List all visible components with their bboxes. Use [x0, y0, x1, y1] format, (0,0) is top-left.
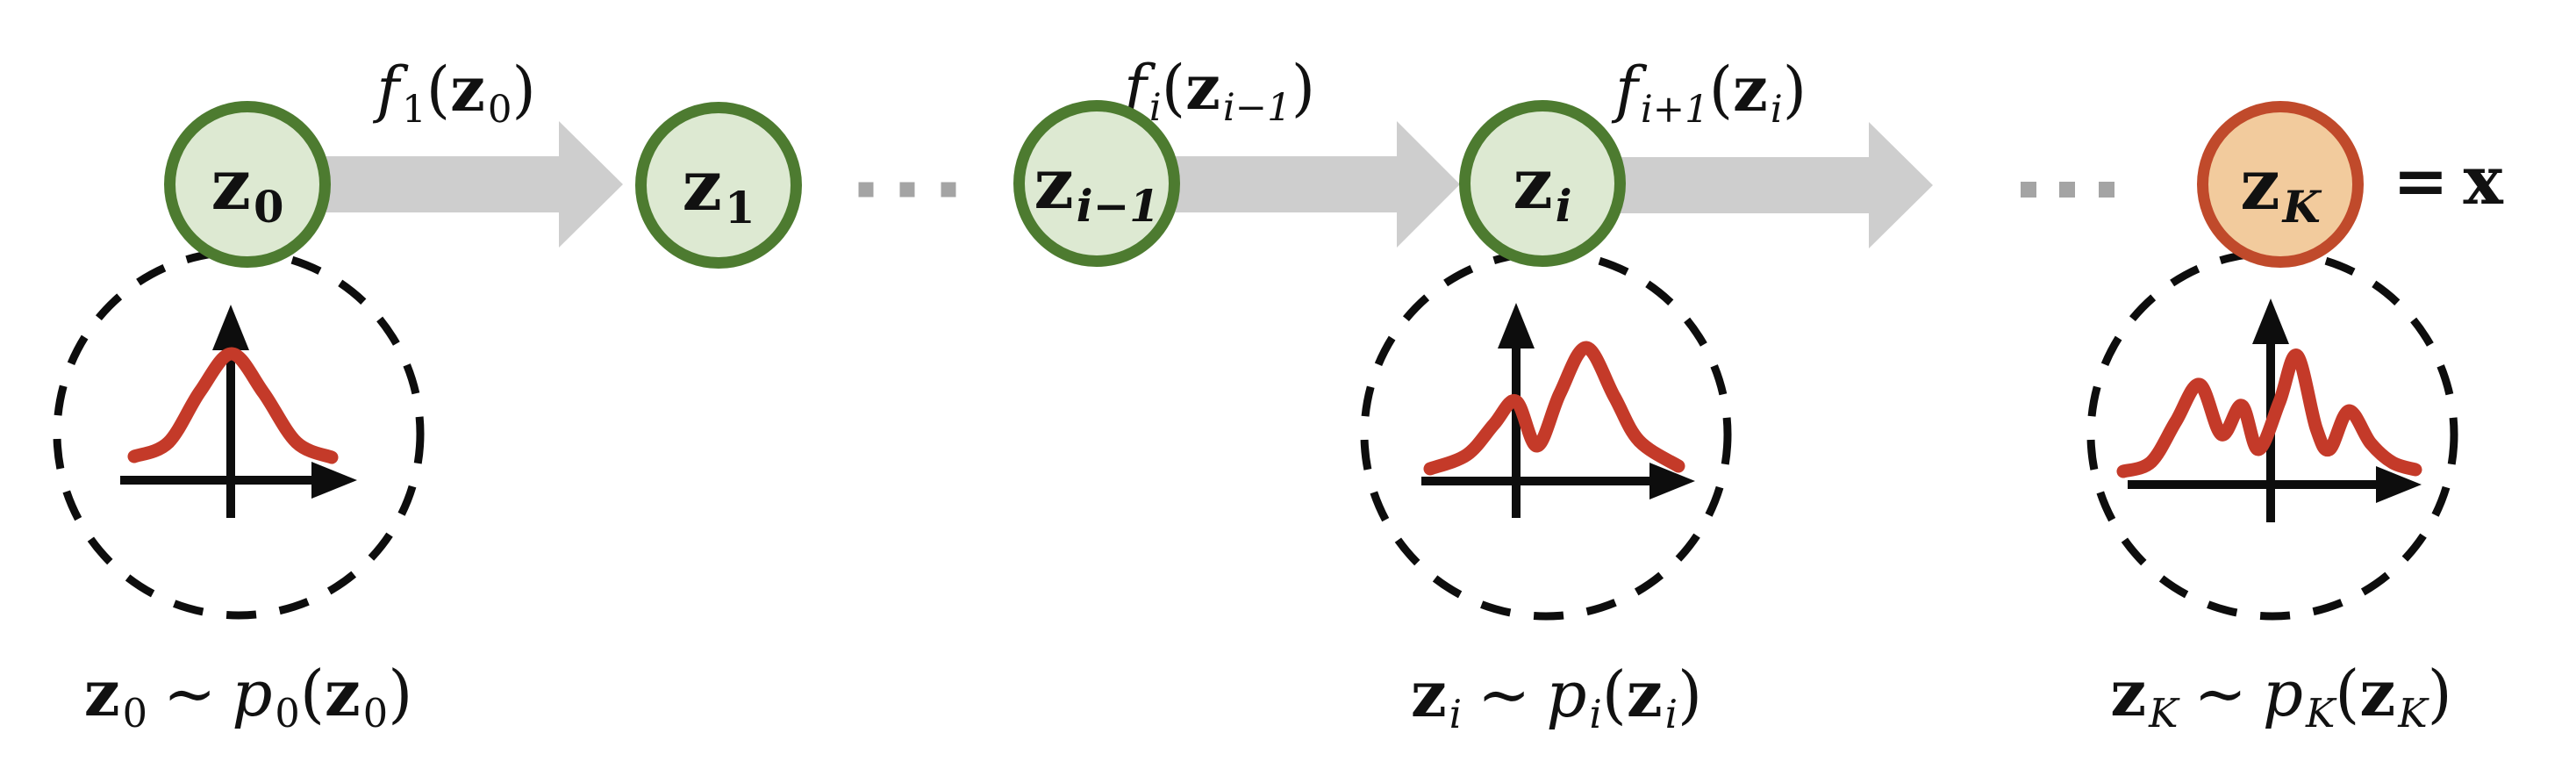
- arg-subscript: K: [2398, 691, 2428, 737]
- z-subscript: K: [2149, 691, 2179, 737]
- dashed-circle: [53, 248, 425, 620]
- close-paren: ): [1678, 657, 1703, 731]
- node-z0: z0: [164, 101, 331, 268]
- f-subscript: 1: [402, 88, 426, 133]
- pi-distribution: [1360, 248, 1732, 621]
- flow-arrow-2: [1114, 121, 1460, 248]
- node-subscript: i−1: [1076, 179, 1160, 232]
- tilde-operator: ∼: [162, 657, 217, 730]
- close-paren: ): [1782, 54, 1807, 126]
- transform-label-f1: f1(z0): [376, 59, 536, 129]
- x-symbol: x: [2463, 141, 2503, 219]
- node-subscript: 0: [253, 180, 284, 233]
- node-subscript: 1: [724, 181, 755, 234]
- p-symbol: p: [232, 657, 273, 730]
- dashed-circle: [1360, 248, 1732, 621]
- z-symbol: z: [83, 656, 120, 730]
- arg-subscript: i−1: [1222, 86, 1292, 131]
- distribution-formula-pi: zi∼pi(zi): [1411, 663, 1702, 735]
- density-curve: [127, 347, 339, 464]
- node-symbol: z: [1034, 142, 1074, 225]
- x-axis-arrowhead-icon: [1649, 463, 1695, 499]
- arg-subscript: i: [1664, 692, 1678, 738]
- open-paren: (: [1708, 54, 1734, 126]
- equals-x-label: =x: [2393, 147, 2503, 214]
- ellipsis-icon-2: [2021, 182, 2114, 198]
- arg-subscript: 0: [487, 88, 512, 133]
- node-subscript: i: [1555, 179, 1572, 232]
- open-paren: (: [426, 54, 451, 126]
- y-axis-arrowhead-icon: [2252, 298, 2289, 344]
- arg-subscript: i: [1770, 88, 1783, 133]
- arg-symbol: z: [324, 656, 361, 730]
- arg-symbol: z: [1626, 657, 1663, 731]
- open-paren: (: [299, 657, 325, 730]
- f-symbol: f: [1614, 54, 1638, 126]
- close-paren: ): [1291, 52, 1316, 124]
- node-label: zi−1: [1034, 148, 1159, 227]
- p0-distribution: [53, 248, 425, 620]
- node-symbol: z: [211, 143, 251, 226]
- node-zK: zK: [2197, 101, 2364, 268]
- p-symbol: p: [1546, 657, 1587, 731]
- transform-label-fi-plus-1: fi+1(zi): [1615, 59, 1807, 129]
- open-paren: (: [2335, 657, 2360, 730]
- z-symbol: z: [1410, 657, 1447, 731]
- z-subscript: i: [1449, 692, 1463, 738]
- x-axis-arrowhead-icon: [311, 462, 357, 499]
- close-paren: ): [388, 657, 413, 730]
- close-paren: ): [2427, 657, 2452, 730]
- arg-symbol: z: [1185, 51, 1220, 124]
- p-subscript: K: [2305, 691, 2336, 737]
- node-label: zK: [2240, 149, 2321, 228]
- open-paren: (: [1161, 52, 1186, 124]
- density-curve: [1423, 341, 1685, 476]
- z-subscript: 0: [122, 691, 147, 737]
- equals-sign: =: [2393, 141, 2449, 219]
- open-paren: (: [1601, 657, 1627, 731]
- y-axis-arrowhead-icon: [212, 305, 249, 350]
- z-symbol: z: [2110, 656, 2147, 730]
- node-label: zi: [1513, 148, 1571, 227]
- pK-distribution: [2086, 248, 2458, 621]
- arg-symbol: z: [2359, 656, 2396, 730]
- dashed-circle: [2086, 248, 2458, 621]
- x-axis-arrowhead-icon: [2376, 466, 2422, 503]
- tilde-operator: ∼: [1478, 657, 1531, 731]
- arg-symbol: z: [1733, 53, 1768, 126]
- node-symbol: z: [2240, 143, 2280, 226]
- flow-arrow-1: [263, 121, 623, 248]
- p-symbol: p: [2262, 657, 2303, 730]
- f-symbol: f: [376, 54, 400, 126]
- f-subscript: i+1: [1640, 88, 1709, 133]
- close-paren: ): [512, 54, 536, 126]
- p-subscript: i: [1589, 692, 1602, 738]
- node-symbol: z: [1513, 142, 1553, 225]
- distribution-formula-pK: zK∼pK(zK): [2110, 662, 2451, 734]
- f-subscript: i: [1148, 86, 1162, 131]
- density-curve: [2116, 348, 2422, 478]
- node-symbol: z: [682, 144, 722, 226]
- tilde-operator: ∼: [2193, 657, 2247, 730]
- node-label: z1: [683, 150, 755, 229]
- arg-subscript: 0: [362, 691, 389, 737]
- transform-label-fi: fi(zi−1): [1124, 57, 1315, 127]
- distribution-formula-p0: z0∼p0(z0): [84, 662, 413, 734]
- p-subscript: 0: [275, 691, 300, 737]
- flow-arrow-3: [1571, 122, 1933, 248]
- node-subscript: K: [2282, 180, 2321, 233]
- y-axis-arrowhead-icon: [1498, 303, 1535, 348]
- node-z1: z1: [635, 102, 802, 269]
- node-label: z0: [211, 149, 284, 228]
- arg-symbol: z: [450, 53, 485, 126]
- node-zi-minus-1: zi−1: [1013, 100, 1180, 267]
- ellipsis-icon-1: [858, 182, 956, 198]
- node-zi: zi: [1459, 100, 1626, 267]
